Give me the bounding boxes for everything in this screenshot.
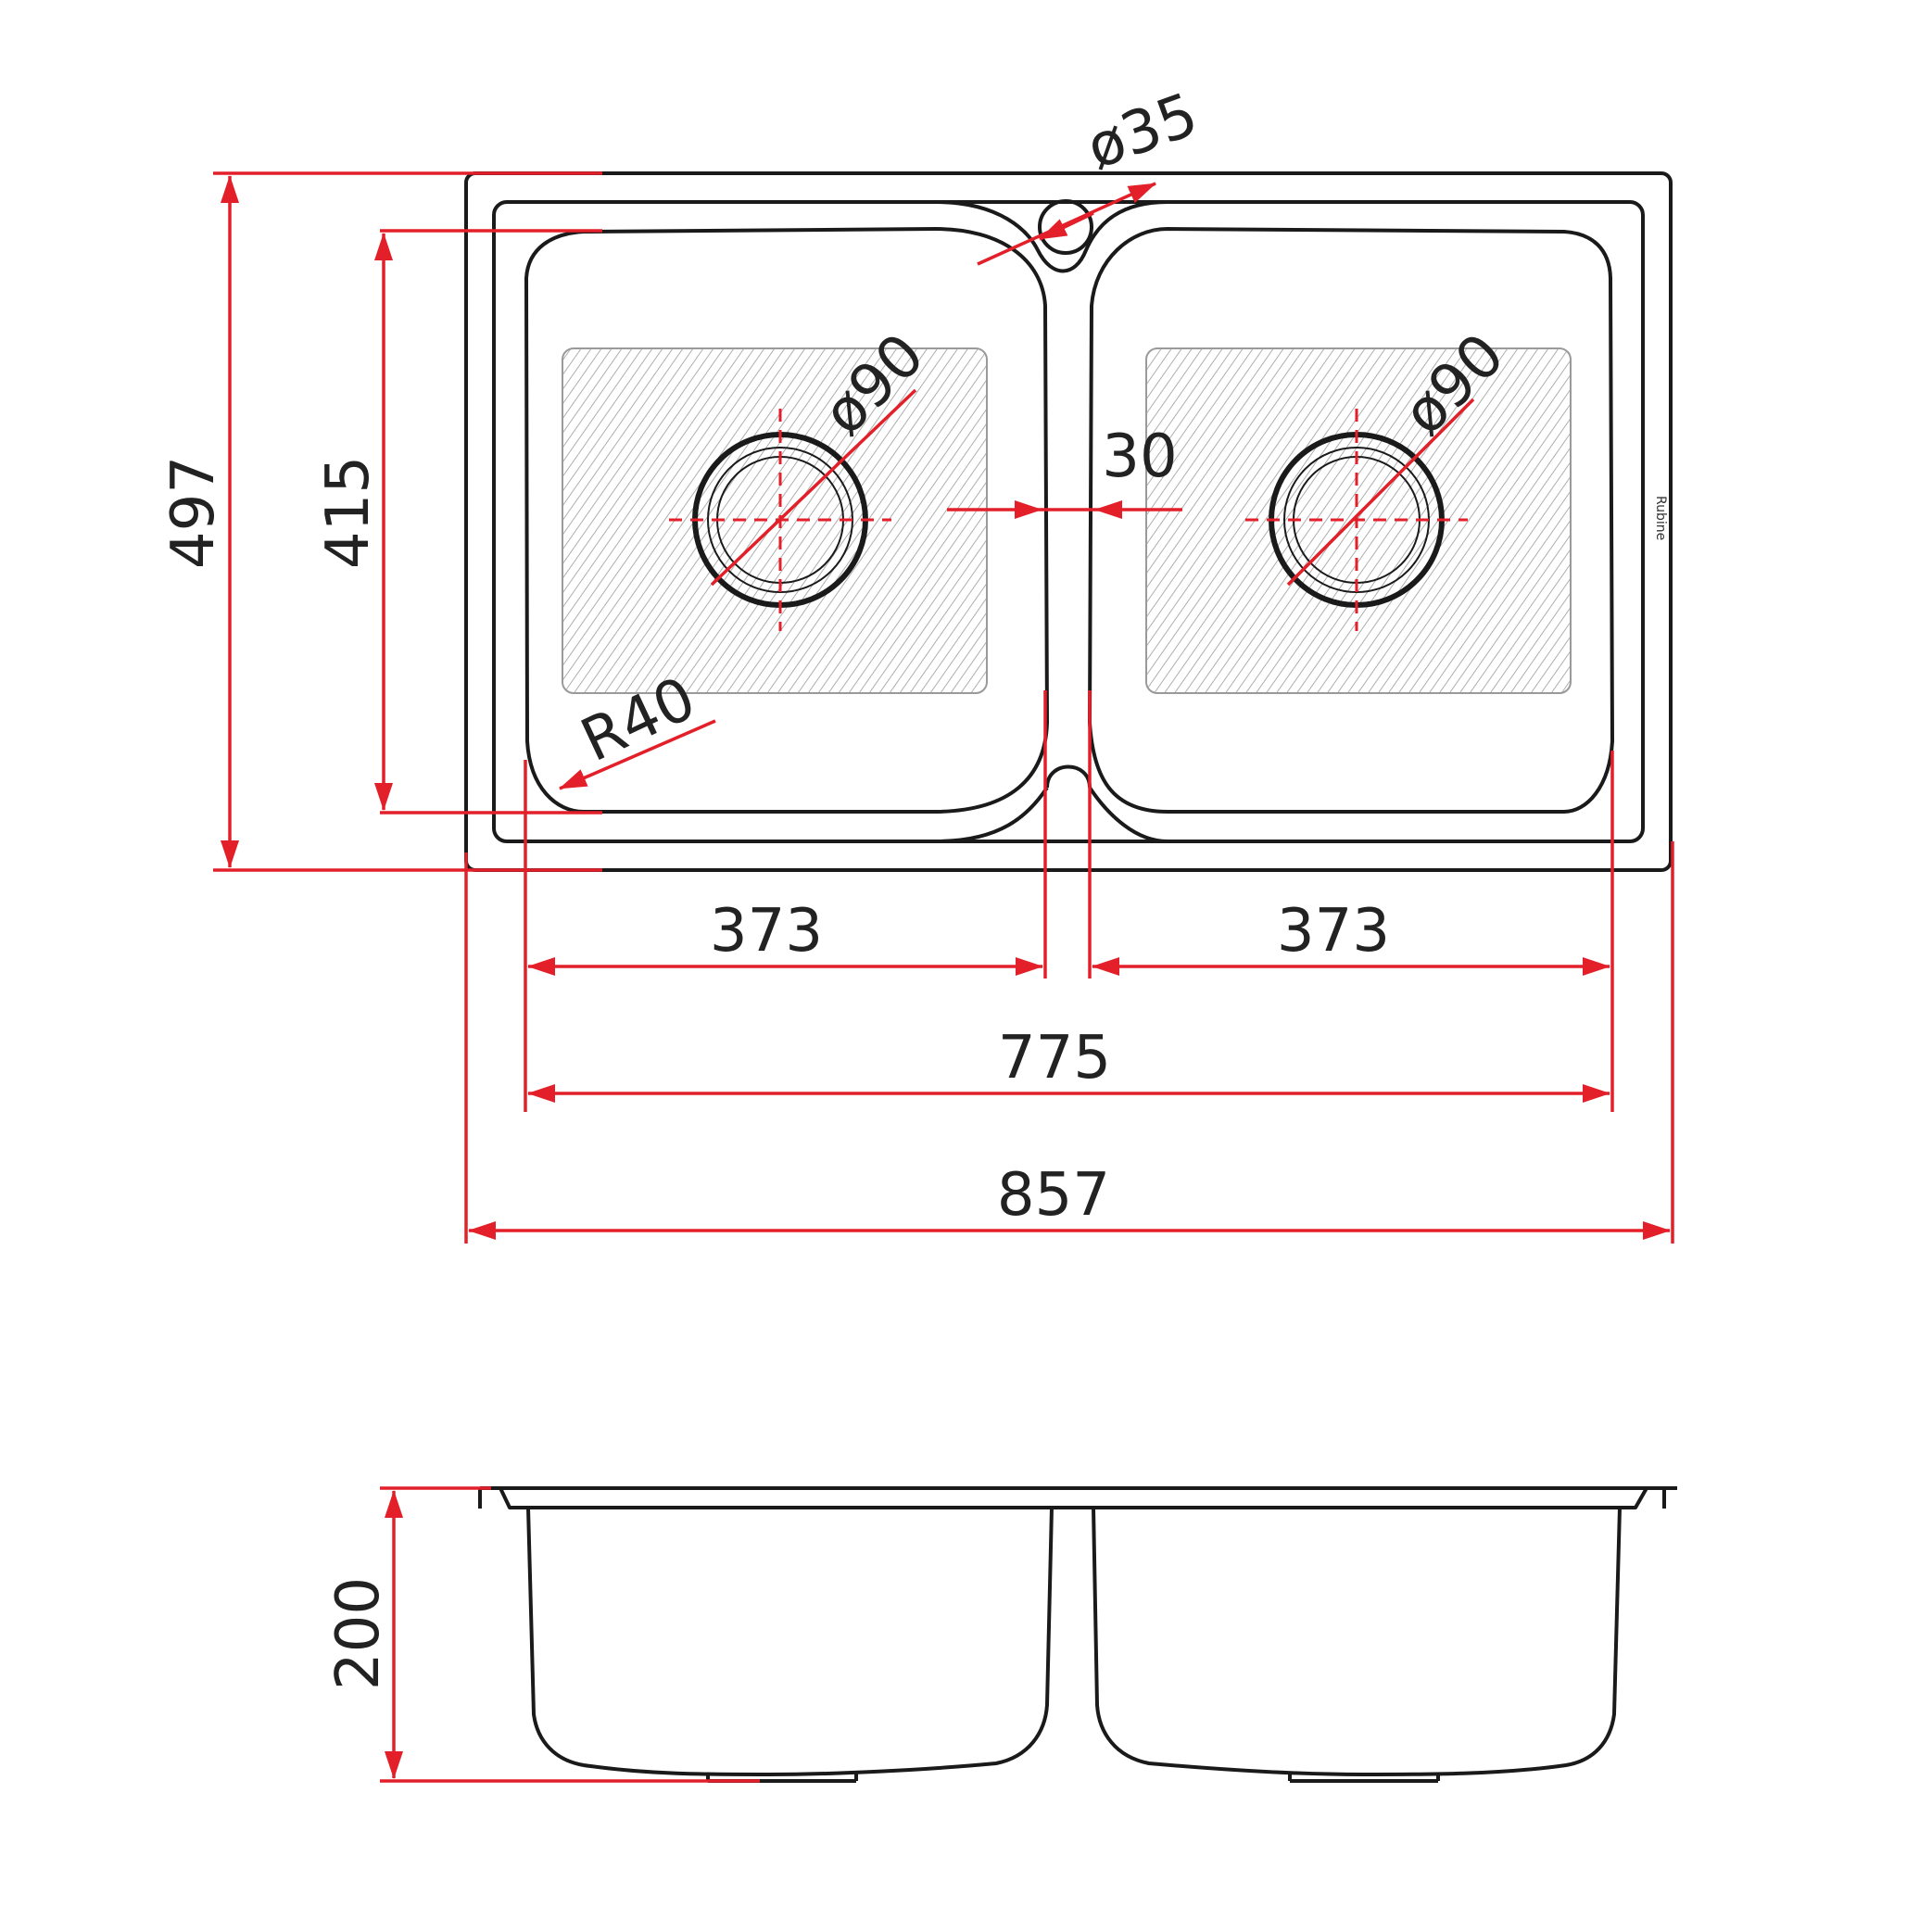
left-waste-diameter-line — [710, 388, 917, 587]
tap-hole-bridge — [935, 200, 1168, 273]
corner-radius-leader — [559, 719, 716, 790]
bowl-height-label: 200 — [324, 1577, 393, 1690]
right-bowl-width-label: 373 — [1277, 897, 1390, 966]
sink-outer-rim — [464, 171, 1673, 872]
bridge-lower-left — [935, 786, 1049, 843]
bridge-lower-right — [1088, 786, 1168, 843]
bowls-total-width-label: 775 — [998, 1024, 1111, 1092]
side-view — [478, 1486, 1677, 1783]
bowl-gap-label: 30 — [1102, 423, 1177, 491]
side-left-bowl — [526, 1507, 1054, 1776]
plan-view: Rubine — [464, 171, 1673, 872]
overall-width-label: 857 — [997, 1161, 1110, 1230]
left-bowl-width-label: 373 — [710, 897, 823, 966]
left-bowl-outline — [524, 227, 1049, 814]
brand-mark: Rubine — [1653, 496, 1668, 540]
left-bowl-floor-hatch — [562, 347, 988, 694]
tap-hole-diameter-label: ø35 — [1079, 81, 1207, 183]
side-dimensions: 200 — [324, 1486, 760, 1783]
overall-depth-label: 497 — [159, 456, 228, 569]
bridge-notch — [1045, 764, 1092, 789]
right-bowl-outline — [1088, 227, 1614, 814]
tap-hole-leader-2 — [1039, 211, 1094, 241]
bowl-depth-label: 415 — [314, 456, 383, 569]
side-rim-flange — [499, 1487, 1648, 1509]
plan-dimensions: 497 415 ø35 ø90 ø90 30 R40 373 — [159, 81, 1674, 1244]
side-right-bowl — [1092, 1507, 1622, 1776]
right-waste-diameter-line — [1286, 398, 1475, 587]
